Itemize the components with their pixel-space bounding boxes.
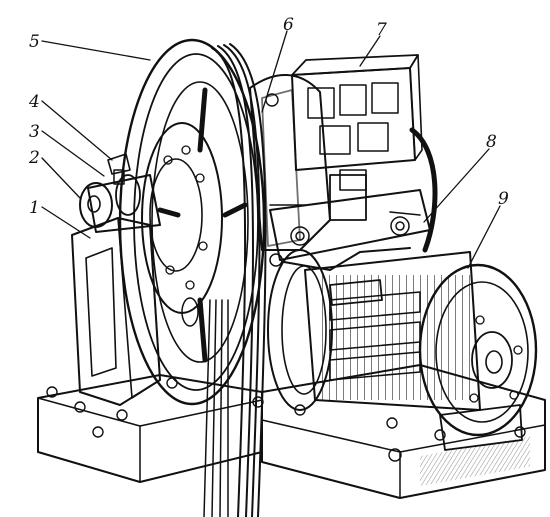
callout-3: 3 bbox=[29, 122, 40, 142]
sheave-pulley bbox=[118, 38, 266, 406]
callout-6: 6 bbox=[283, 15, 294, 35]
callout-5: 5 bbox=[29, 32, 40, 52]
callout-7: 7 bbox=[376, 20, 387, 40]
callout-9: 9 bbox=[498, 189, 509, 209]
shaft-bearing bbox=[79, 153, 161, 233]
callout-2: 2 bbox=[28, 148, 40, 168]
leader-lines bbox=[41, 30, 501, 269]
bearing-stand bbox=[71, 217, 161, 406]
callout-1: 1 bbox=[29, 198, 40, 218]
gearbox-housing bbox=[249, 74, 331, 251]
callout-4: 4 bbox=[28, 92, 40, 112]
callout-8: 8 bbox=[486, 132, 497, 152]
hoist-ropes bbox=[203, 43, 267, 517]
brake-electromagnet bbox=[291, 54, 438, 253]
electric-motor bbox=[267, 249, 538, 451]
